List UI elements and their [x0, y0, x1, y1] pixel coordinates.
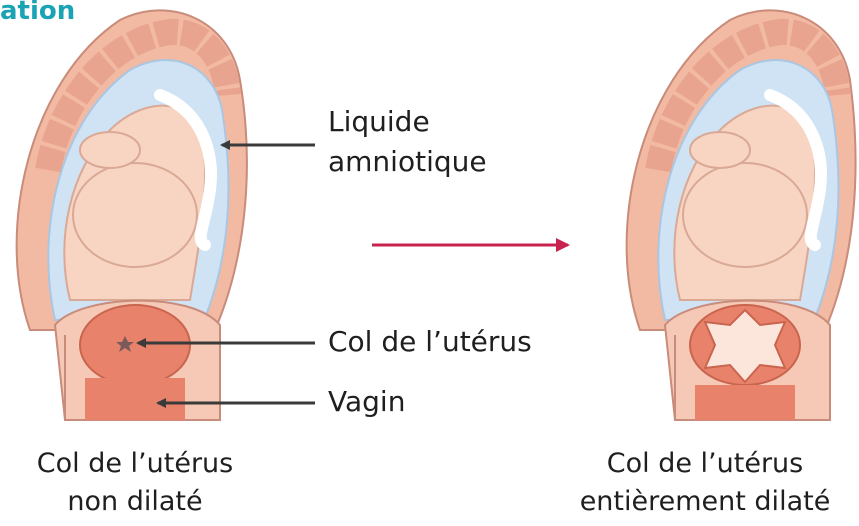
- caption-not-dilated-line-1: Col de l’utérus: [0, 445, 270, 483]
- caption-fully-dilated: Col de l’utérus entièrement dilaté: [555, 445, 855, 521]
- vagina-canal: [695, 385, 795, 420]
- fetus-arm: [690, 132, 750, 168]
- label-amniotic-fluid: Liquide amniotique: [328, 102, 487, 182]
- caption-not-dilated: Col de l’utérus non dilaté: [0, 445, 270, 521]
- cervix-not-dilated: [80, 305, 190, 385]
- fetus-head: [73, 163, 197, 267]
- label-cervix: Col de l’utérus: [328, 322, 532, 362]
- vagina-canal: [85, 378, 185, 420]
- caption-fully-dilated-line-1: Col de l’utérus: [555, 445, 855, 483]
- caption-fully-dilated-line-2: entièrement dilaté: [555, 483, 855, 521]
- fetus-head: [683, 163, 807, 267]
- caption-not-dilated-line-2: non dilaté: [0, 483, 270, 521]
- uterus-illustration-fully-dilated: [627, 10, 856, 420]
- label-vagina: Vagin: [328, 382, 405, 422]
- fetus-arm: [80, 132, 140, 168]
- uterus-illustration-not-dilated: [17, 10, 247, 420]
